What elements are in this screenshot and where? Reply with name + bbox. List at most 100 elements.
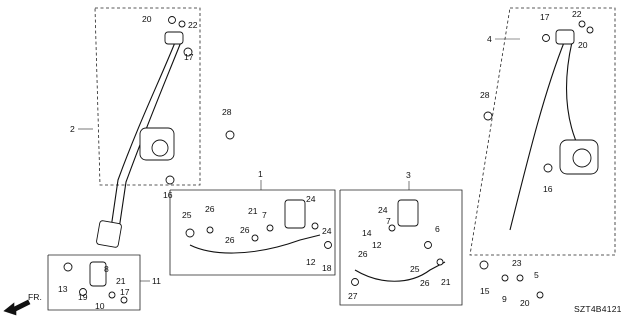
bolt-16-left: [165, 175, 175, 185]
belt-webbing-left-2: [117, 41, 182, 237]
anchor-kit-box: [47, 254, 141, 311]
washer-20-right: [586, 26, 594, 34]
upper-anchor-right: [555, 29, 575, 45]
callout-21-b: 21: [441, 277, 451, 287]
callout-25-b: 25: [410, 264, 420, 274]
label-4: 4: [487, 34, 492, 44]
callout-12-a: 12: [306, 257, 316, 267]
bolt-17-right: [542, 34, 550, 42]
part-14-a: [388, 224, 396, 232]
callout-20-right-2: 20: [520, 298, 530, 308]
callout-28-right: 28: [480, 90, 490, 100]
callout-28-left: 28: [222, 107, 232, 117]
callout-17-c: 17: [120, 287, 130, 297]
front-direction-indicator: FR.: [3, 292, 42, 316]
right-belt-outline: [469, 7, 616, 256]
front-arrow-icon: [3, 299, 31, 316]
part-6-a: [424, 241, 432, 249]
callout-16-right: 16: [543, 184, 553, 194]
anchor-kit-11: 11 13 8 19 21 17 10: [47, 254, 161, 311]
part-18-a: [324, 241, 332, 249]
part-24-a: [311, 222, 319, 230]
washer-19: [79, 288, 87, 296]
belt-webbing-right: [509, 39, 566, 231]
callout-23: 23: [512, 258, 522, 268]
buckle-1-body: [284, 199, 306, 229]
part-7-a: [266, 224, 274, 232]
callout-17-right: 17: [540, 12, 550, 22]
callout-26-d: 26: [358, 249, 368, 259]
buckle-3-box: [339, 189, 463, 306]
callout-15: 15: [480, 286, 490, 296]
callout-24-b: 24: [322, 226, 332, 236]
cap-22-top: [178, 20, 186, 28]
washer-20-top: [168, 16, 176, 24]
callout-9: 9: [502, 294, 507, 304]
part-26-a: [206, 226, 214, 234]
callout-7-a: 7: [262, 210, 267, 220]
callout-26-a: 26: [205, 204, 215, 214]
callout-25-a: 25: [182, 210, 192, 220]
callout-13: 13: [58, 284, 68, 294]
bolt-16-right: [543, 163, 553, 173]
callout-18-a: 18: [322, 263, 332, 273]
callout-19: 19: [78, 292, 88, 302]
callout-14-a: 14: [362, 228, 372, 238]
callout-21-c: 21: [116, 276, 126, 286]
belt-webbing-left: [109, 39, 177, 236]
left-belt-region: 2 20 22 17 28 16: [70, 7, 235, 248]
buckle-1-box: [169, 189, 336, 276]
part-21-b: [436, 258, 444, 266]
retractor-spool-left: [151, 139, 169, 157]
label-11: 11: [152, 276, 161, 286]
bolt-28-right: [483, 111, 493, 121]
bolt-13: [63, 262, 73, 272]
part-17-c: [120, 296, 128, 304]
callout-7-b: 7: [386, 216, 391, 226]
part-21-c: [108, 291, 116, 299]
callout-21-a: 21: [248, 206, 258, 216]
callout-24-a: 24: [306, 194, 316, 204]
callout-26-b: 26: [240, 225, 250, 235]
callout-20-top: 20: [142, 14, 152, 24]
callout-5: 5: [534, 270, 539, 280]
label-1: 1: [258, 169, 263, 179]
bolt-17-top: [183, 47, 193, 57]
callout-8: 8: [104, 264, 109, 274]
callout-26-c: 26: [225, 235, 235, 245]
callout-17-top: 17: [184, 52, 194, 62]
part-23: [516, 274, 524, 282]
bolt-28-left: [225, 130, 235, 140]
washer-9: [501, 274, 509, 282]
callout-20-right: 20: [578, 40, 588, 50]
cap-22-right: [578, 20, 586, 28]
belt-tongue-left: [96, 220, 122, 248]
callout-6-a: 6: [435, 224, 440, 234]
callout-22-top: 22: [188, 20, 198, 30]
label-3: 3: [406, 170, 411, 180]
buckle-assembly-1: 1 25 26 21 7 24 26 26 24 12 18: [169, 169, 336, 276]
callout-24-c: 24: [378, 205, 388, 215]
callout-27-a: 27: [348, 291, 358, 301]
callout-26-e: 26: [420, 278, 430, 288]
left-belt-outline: [94, 7, 201, 186]
upper-anchor-left: [164, 31, 184, 45]
front-label: FR.: [28, 292, 42, 302]
buckle-assembly-3: 3 24 14 7 12 6 26 25 26 27 21: [339, 170, 463, 306]
part-26-b: [251, 234, 259, 242]
label-2: 2: [70, 124, 75, 134]
buckle-1-harness: [189, 234, 321, 254]
buckle-3-body: [397, 199, 419, 227]
bolt-15: [479, 260, 489, 270]
part-27-a: [351, 278, 359, 286]
anchor-plate-8: [89, 261, 107, 287]
callout-12-b: 12: [372, 240, 382, 250]
part-5: [536, 291, 544, 299]
diagram-code: SZT4B4121: [574, 304, 622, 314]
part-25-a: [185, 228, 195, 238]
callout-16-left: 16: [163, 190, 173, 200]
callout-22-right: 22: [572, 9, 582, 19]
retractor-spool-right: [572, 148, 592, 168]
callout-10: 10: [95, 301, 105, 311]
